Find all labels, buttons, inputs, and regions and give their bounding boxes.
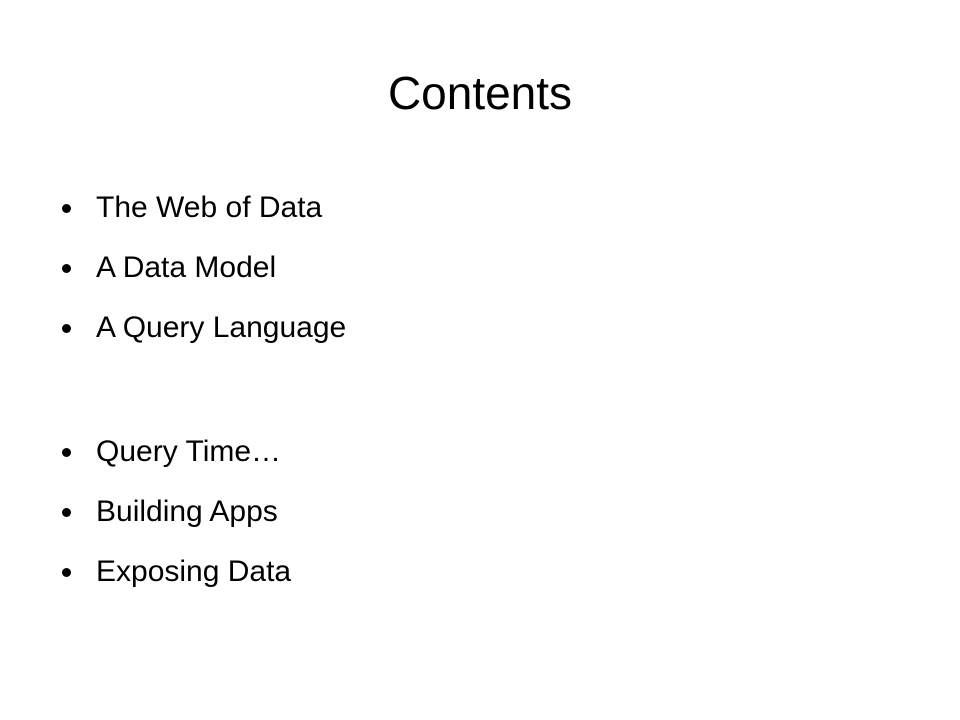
bullet-text: The Web of Data (96, 191, 323, 224)
bullet-text: Query Time… (96, 435, 282, 468)
slide-title: Contents (387, 67, 573, 119)
empty-bullet-spacer (48, 358, 908, 422)
bullet-dot-icon (62, 567, 71, 577)
bullet-dot-icon (62, 263, 71, 273)
bullet-item: A Data Model (48, 238, 908, 298)
bullet-item: Query Time… (48, 422, 908, 482)
bullet-dot-icon (62, 323, 71, 333)
bullet-item: Exposing Data (48, 542, 908, 602)
bullet-dot-icon (62, 447, 71, 457)
bullet-item: The Web of Data (48, 178, 908, 238)
bullet-dot-icon (62, 203, 71, 213)
bullet-item: Building Apps (48, 482, 908, 542)
bullet-text: A Data Model (96, 251, 277, 284)
bullet-dot-icon (62, 507, 71, 517)
bullet-text: Exposing Data (96, 555, 292, 588)
bullet-list: The Web of Data A Data Model A Query Lan… (48, 178, 908, 602)
bullet-item: A Query Language (48, 298, 908, 358)
bullet-text: A Query Language (96, 311, 347, 344)
bullet-text: Building Apps (96, 495, 278, 528)
